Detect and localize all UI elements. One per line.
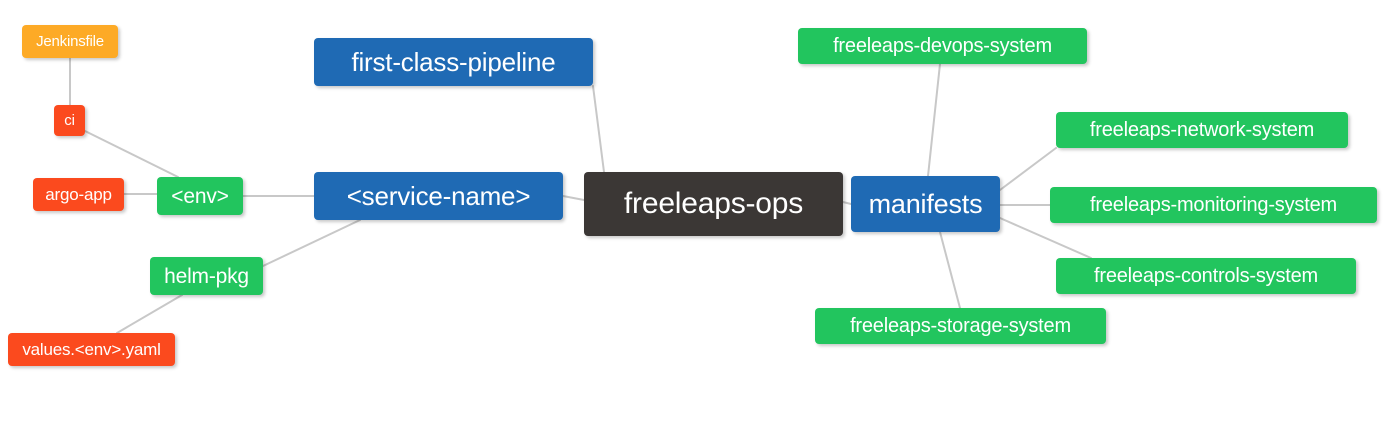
node-service-name[interactable]: <service-name> — [314, 172, 563, 220]
node-label: manifests — [868, 188, 983, 219]
node-label: freeleaps-network-system — [1089, 119, 1315, 141]
edge-env-to-ci — [84, 130, 179, 178]
node-label: freeleaps-controls-system — [1094, 265, 1318, 287]
node-label: Jenkinsfile — [36, 33, 104, 50]
edge-freeleaps-ops-to-manifests — [842, 201, 852, 205]
node-freeleaps-monitoring-system[interactable]: freeleaps-monitoring-system — [1050, 187, 1377, 223]
node-values-env-yaml[interactable]: values.<env>.yaml — [8, 333, 175, 366]
node-freeleaps-controls-system[interactable]: freeleaps-controls-system — [1056, 258, 1356, 294]
node-label: freeleaps-storage-system — [850, 315, 1071, 337]
node-label: freeleaps-ops — [623, 187, 804, 220]
node-label: <env> — [171, 184, 229, 208]
edge-manifests-to-freeleaps-controls-system — [999, 217, 1092, 259]
node-label: freeleaps-monitoring-system — [1090, 194, 1337, 216]
edge-helm-pkg-to-values-env-yaml — [116, 294, 183, 334]
node-label: values.<env>.yaml — [22, 340, 161, 359]
node-argo-app[interactable]: argo-app — [33, 178, 124, 211]
node-label: freeleaps-devops-system — [833, 35, 1052, 57]
node-label: first-class-pipeline — [351, 47, 556, 77]
edge-service-name-to-helm-pkg — [262, 219, 361, 267]
node-jenkinsfile[interactable]: Jenkinsfile — [22, 25, 118, 58]
node-freeleaps-devops-system[interactable]: freeleaps-devops-system — [798, 28, 1087, 64]
node-label: <service-name> — [346, 181, 531, 211]
edge-freeleaps-ops-to-service-name — [562, 195, 585, 201]
node-freeleaps-network-system[interactable]: freeleaps-network-system — [1056, 112, 1348, 148]
edge-manifests-to-freeleaps-devops-system — [927, 63, 941, 177]
node-first-class-pipeline[interactable]: first-class-pipeline — [314, 38, 593, 86]
node-label: argo-app — [45, 185, 112, 204]
node-freeleaps-storage-system[interactable]: freeleaps-storage-system — [815, 308, 1106, 344]
node-helm-pkg[interactable]: helm-pkg — [150, 257, 263, 295]
edge-manifests-to-freeleaps-storage-system — [939, 231, 961, 309]
node-env[interactable]: <env> — [157, 177, 243, 215]
node-freeleaps-ops[interactable]: freeleaps-ops — [584, 172, 843, 236]
edge-freeleaps-ops-to-first-class-pipeline — [592, 85, 605, 173]
node-manifests[interactable]: manifests — [851, 176, 1000, 232]
node-label: ci — [64, 112, 75, 129]
node-label: helm-pkg — [164, 264, 249, 288]
node-ci[interactable]: ci — [54, 105, 85, 136]
edge-manifests-to-freeleaps-network-system — [999, 147, 1057, 191]
